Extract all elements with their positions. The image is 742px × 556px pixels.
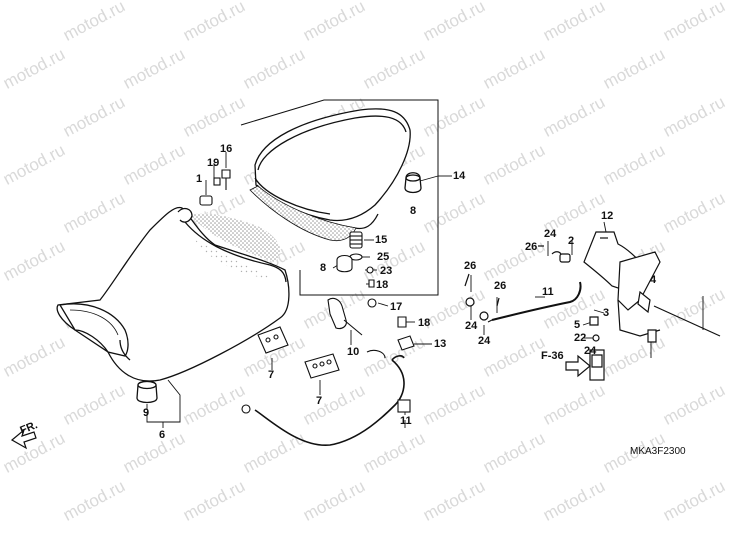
callout: 16 [220,143,233,155]
callout: 19 [207,157,220,169]
seat-lock-parts [257,297,415,379]
callout: 11 [542,286,554,298]
lock-assembly [199,169,231,206]
rear-seat-cowl [240,99,439,296]
callout: 18 [418,317,431,329]
seat-catch-assembly [464,231,721,368]
callout: 3 [603,307,610,319]
callout: 25 [377,251,390,263]
callout: 4 [650,274,657,286]
callout: 14 [453,170,466,182]
callout: 18 [376,279,389,291]
callout: 12 [601,210,614,222]
callout: 23 [380,265,393,277]
callout: 26 [525,241,538,253]
mount-hardware [336,231,375,288]
callout: 1 [196,173,203,185]
callout: 24 [584,345,597,357]
callout: 11 [400,415,412,427]
front-arrow-icon [10,428,37,450]
diagram-code: MKA3F2300 [630,446,686,457]
callout: 7 [268,369,275,381]
leader-lines [146,152,704,428]
callout: 2 [568,235,575,247]
reference-label: F-36 [541,350,564,362]
callout: 8 [320,262,327,274]
callout: 24 [465,320,478,332]
callout: 5 [574,319,581,331]
callout: 17 [390,301,403,313]
callout: 26 [464,260,477,272]
callout: 24 [478,335,491,347]
callout: 8 [410,205,417,217]
rider-seat [56,206,290,404]
callout: 6 [159,429,166,441]
callout: 10 [347,346,360,358]
callout: 24 [544,228,557,240]
callout: 9 [143,407,150,419]
seat-lock-cable [241,355,411,446]
reference-arrow [565,349,605,381]
callout: 22 [574,332,587,344]
callout: 15 [375,234,388,246]
callout: 26 [494,280,507,292]
callout: 13 [434,338,447,350]
callout: 7 [316,395,323,407]
